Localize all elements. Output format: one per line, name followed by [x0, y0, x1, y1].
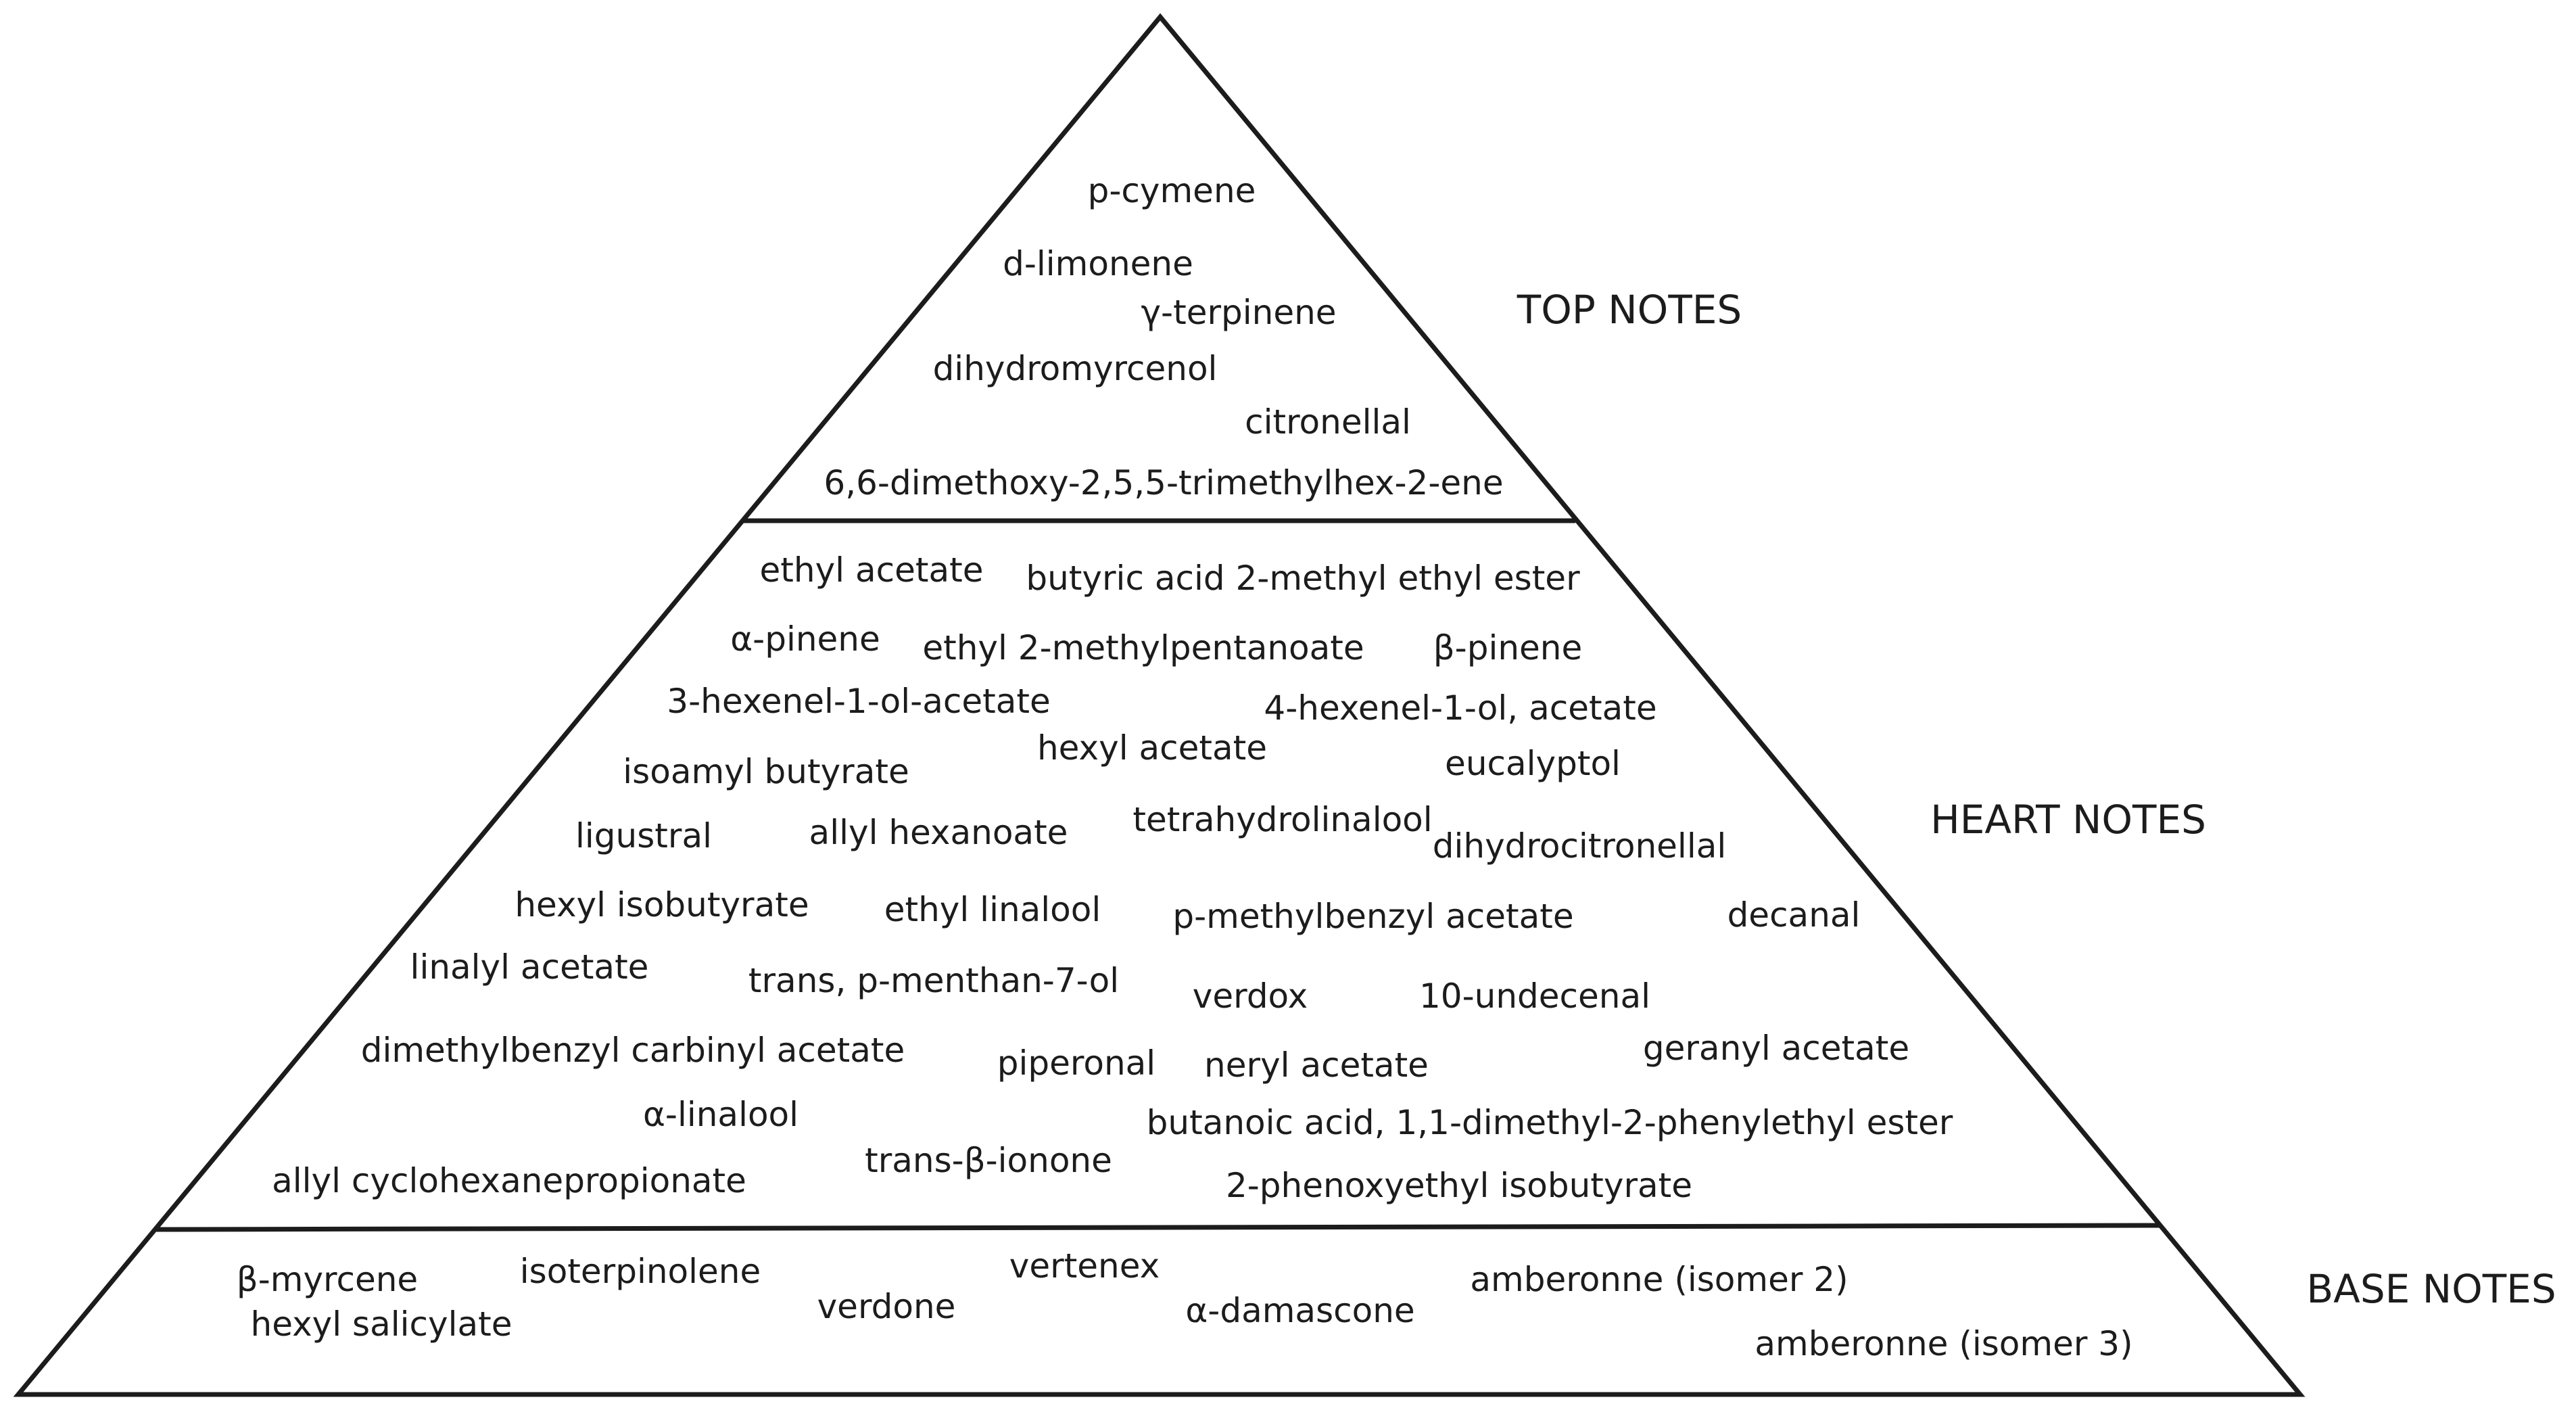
base-note-compound: isoterpinolene	[519, 1252, 761, 1291]
heart-note-compound: 3-hexenel-1-ol-acetate	[667, 682, 1051, 721]
heart-note-compound: β-pinene	[1433, 628, 1583, 667]
divider-heart-base	[155, 1223, 2160, 1232]
heart-note-compound: isoamyl butyrate	[623, 752, 909, 791]
heart-note-compound: 10-undecenal	[1418, 977, 1651, 1016]
base-note-compound: α-damascone	[1185, 1291, 1415, 1330]
base-note-compound: vertenex	[1009, 1246, 1160, 1286]
heart-note-compound: neryl acetate	[1204, 1046, 1429, 1085]
pyramid-triangle	[13, 13, 2306, 1397]
heart-note-compound: tetrahydrolinalool	[1132, 800, 1433, 839]
heart-note-compound: 2-phenoxyethyl isobutyrate	[1225, 1166, 1693, 1205]
heart-note-compound: trans-β-ionone	[865, 1141, 1112, 1180]
heart-note-compound: ligustral	[575, 816, 712, 855]
heart-note-compound: hexyl acetate	[1036, 728, 1268, 768]
top-note-compound: citronellal	[1245, 402, 1411, 442]
heart-note-compound: 4-hexenel-1-ol, acetate	[1264, 688, 1657, 728]
heart-note-compound: ethyl acetate	[759, 550, 984, 590]
base-notes-title: BASE NOTES	[2306, 1266, 2556, 1312]
heart-note-compound: dimethylbenzyl carbinyl acetate	[360, 1031, 905, 1070]
heart-note-compound: allyl cyclohexanepropionate	[272, 1161, 746, 1200]
base-note-compound: hexyl salicylate	[250, 1305, 512, 1344]
top-note-compound: γ-terpinene	[1141, 293, 1337, 332]
top-note-compound: d-limonene	[1003, 244, 1193, 283]
heart-note-compound: decanal	[1727, 895, 1861, 935]
heart-note-compound: ethyl linalool	[884, 890, 1101, 929]
heart-note-compound: linalyl acetate	[410, 947, 649, 987]
heart-note-compound: verdox	[1192, 977, 1308, 1016]
heart-note-compound: butyric acid 2-methyl ethyl ester	[1026, 559, 1580, 598]
top-notes-title: TOP NOTES	[1517, 287, 1742, 333]
heart-note-compound: eucalyptol	[1445, 744, 1621, 783]
heart-note-compound: allyl hexanoate	[809, 813, 1068, 852]
heart-note-compound: α-pinene	[730, 619, 880, 659]
heart-note-compound: p-methylbenzyl acetate	[1172, 897, 1574, 936]
top-note-compound: p-cymene	[1087, 171, 1256, 210]
heart-note-compound: butanoic acid, 1,1-dimethyl-2-phenylethy…	[1146, 1103, 1953, 1142]
heart-note-compound: α-linalool	[642, 1095, 799, 1134]
heart-note-compound: geranyl acetate	[1642, 1029, 1910, 1068]
heart-note-compound: piperonal	[997, 1043, 1156, 1083]
heart-note-compound: ethyl 2-methylpentanoate	[922, 628, 1364, 667]
heart-notes-title: HEART NOTES	[1930, 797, 2206, 843]
heart-note-compound: hexyl isobutyrate	[515, 885, 809, 924]
heart-note-compound: dihydrocitronellal	[1432, 826, 1727, 866]
top-note-compound: 6,6-dimethoxy-2,5,5-trimethylhex-2-ene	[824, 463, 1504, 502]
heart-note-compound: trans, p-menthan-7-ol	[748, 961, 1120, 1000]
base-note-compound: amberonne (isomer 2)	[1470, 1260, 1848, 1299]
base-note-compound: β-myrcene	[236, 1260, 419, 1299]
top-note-compound: dihydromyrcenol	[932, 349, 1218, 388]
base-note-compound: amberonne (isomer 3)	[1755, 1324, 2133, 1363]
base-note-compound: verdone	[817, 1287, 956, 1326]
